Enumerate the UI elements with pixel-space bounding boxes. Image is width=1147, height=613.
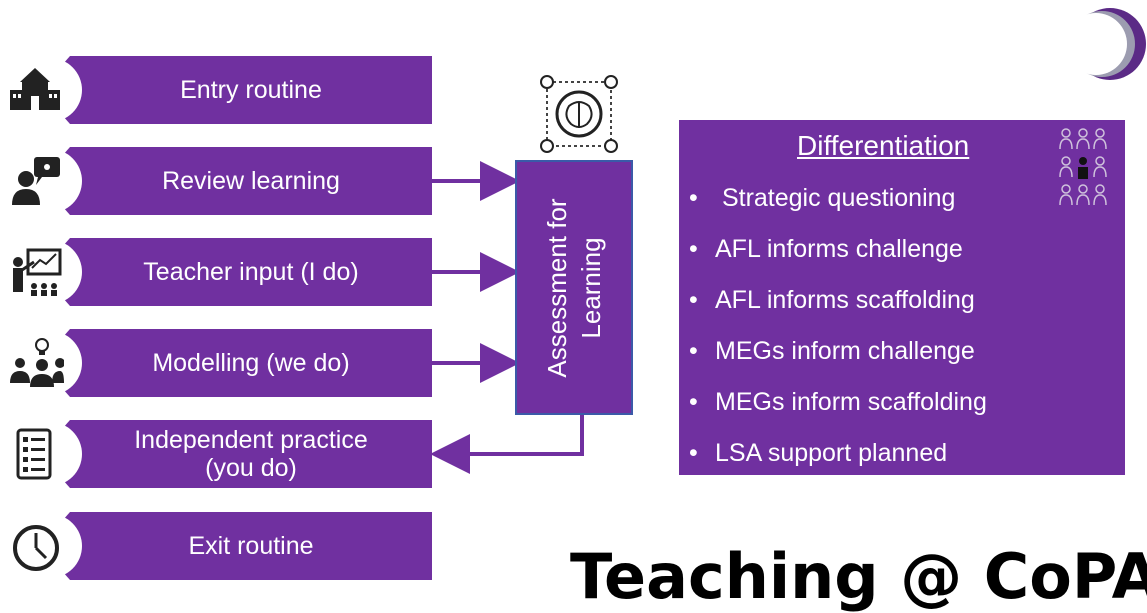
page-title: Teaching @ CoPA bbox=[570, 540, 1147, 613]
step-label: Modelling (we do) bbox=[152, 349, 350, 377]
person-speech-icon bbox=[12, 157, 60, 205]
step-label: Entry routine bbox=[180, 76, 322, 104]
step-label: Teacher input (I do) bbox=[143, 258, 359, 286]
differentiation-list: Strategic questioning AFL informs challe… bbox=[689, 178, 987, 484]
list-item: MEGs inform challenge bbox=[689, 331, 987, 382]
list-item: LSA support planned bbox=[689, 433, 987, 484]
school-icon bbox=[10, 68, 60, 110]
differentiation-title: Differentiation bbox=[797, 130, 970, 161]
differentiation-box: Differentiation Strategic questioning AF… bbox=[679, 120, 1125, 475]
list-item: AFL informs scaffolding bbox=[689, 280, 987, 331]
step-label: Review learning bbox=[162, 167, 340, 195]
list-item: AFL informs challenge bbox=[689, 229, 987, 280]
step-bar: Exit routine bbox=[40, 512, 432, 580]
step-independent-practice: Independent practice (you do) bbox=[0, 420, 432, 488]
step-bar: Modelling (we do) bbox=[40, 329, 432, 397]
assessment-label: Assessment for Learning bbox=[540, 198, 608, 377]
people-grid-icon bbox=[1059, 128, 1107, 206]
step-label: Exit routine bbox=[188, 532, 314, 560]
list-item: MEGs inform scaffolding bbox=[689, 382, 987, 433]
step-modelling: Modelling (we do) bbox=[0, 329, 432, 397]
step-bar: Teacher input (I do) bbox=[40, 238, 432, 306]
assessment-for-learning-box: Assessment for Learning bbox=[515, 160, 633, 415]
checklist-icon bbox=[16, 428, 52, 480]
assessment-line2: Learning bbox=[576, 236, 606, 339]
group-idea-icon bbox=[10, 338, 64, 387]
list-item: Strategic questioning bbox=[689, 178, 987, 229]
teacher-presenting-icon bbox=[13, 248, 62, 296]
step-label: Independent practice (you do) bbox=[134, 426, 368, 482]
crescent-logo-icon bbox=[1072, 8, 1146, 80]
step-bar: Independent practice (you do) bbox=[40, 420, 432, 488]
step-entry-routine: Entry routine bbox=[0, 56, 432, 124]
assessment-line1: Assessment for bbox=[542, 197, 572, 378]
step-review-learning: Review learning bbox=[0, 147, 432, 215]
clock-icon bbox=[13, 525, 59, 571]
step-bar: Entry routine bbox=[40, 56, 432, 124]
step-exit-routine: Exit routine bbox=[0, 512, 432, 580]
brain-cycle-icon bbox=[540, 75, 618, 153]
step-bar: Review learning bbox=[40, 147, 432, 215]
step-teacher-input: Teacher input (I do) bbox=[0, 238, 432, 306]
